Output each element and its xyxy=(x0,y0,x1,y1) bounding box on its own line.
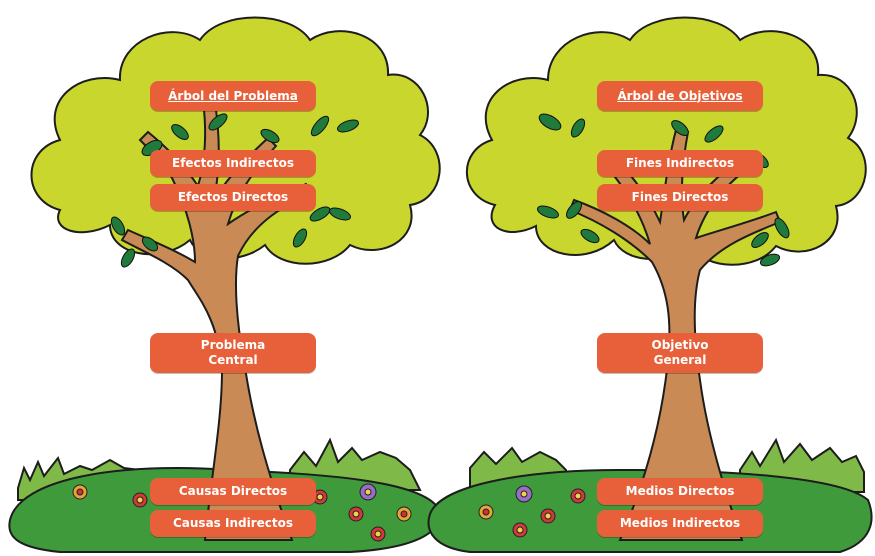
right-canopy xyxy=(465,16,867,266)
right-ends-direct: Fines Directos xyxy=(597,184,763,211)
left-effects-direct: Efectos Directos xyxy=(150,184,316,211)
right-general-line1: Objetivo xyxy=(651,338,709,352)
left-trunk xyxy=(120,109,312,541)
right-general-line2: General xyxy=(653,353,707,367)
flower xyxy=(396,506,412,522)
left-tree-title: Árbol del Problema xyxy=(150,81,316,111)
flower xyxy=(512,522,528,538)
right-means-direct: Medios Directos xyxy=(597,478,763,505)
flower xyxy=(515,485,533,503)
left-leaves xyxy=(110,113,359,268)
left-central-line2: Central xyxy=(208,353,258,367)
flower xyxy=(72,484,88,500)
flower xyxy=(540,508,556,524)
flower xyxy=(132,492,148,508)
flower xyxy=(370,526,386,542)
flower xyxy=(570,488,586,504)
flower xyxy=(478,504,494,520)
flower xyxy=(359,483,377,501)
left-causes-indirect: Causas Indirectos xyxy=(150,510,316,537)
left-central-line1: Problema xyxy=(200,338,266,352)
flower xyxy=(348,506,364,522)
right-leaves xyxy=(537,113,790,267)
left-effects-indirect: Efectos Indirectos xyxy=(150,150,316,177)
flowers xyxy=(72,483,586,542)
left-canopy xyxy=(30,16,441,265)
right-means-indirect: Medios Indirectos xyxy=(597,510,763,537)
right-tree-title: Árbol de Objetivos xyxy=(597,81,763,111)
left-central-problem: Problema Central xyxy=(150,333,316,373)
right-general-objective: Objetivo General xyxy=(597,333,763,373)
left-causes-direct: Causas Directos xyxy=(150,478,316,505)
right-ends-indirect: Fines Indirectos xyxy=(597,150,763,177)
